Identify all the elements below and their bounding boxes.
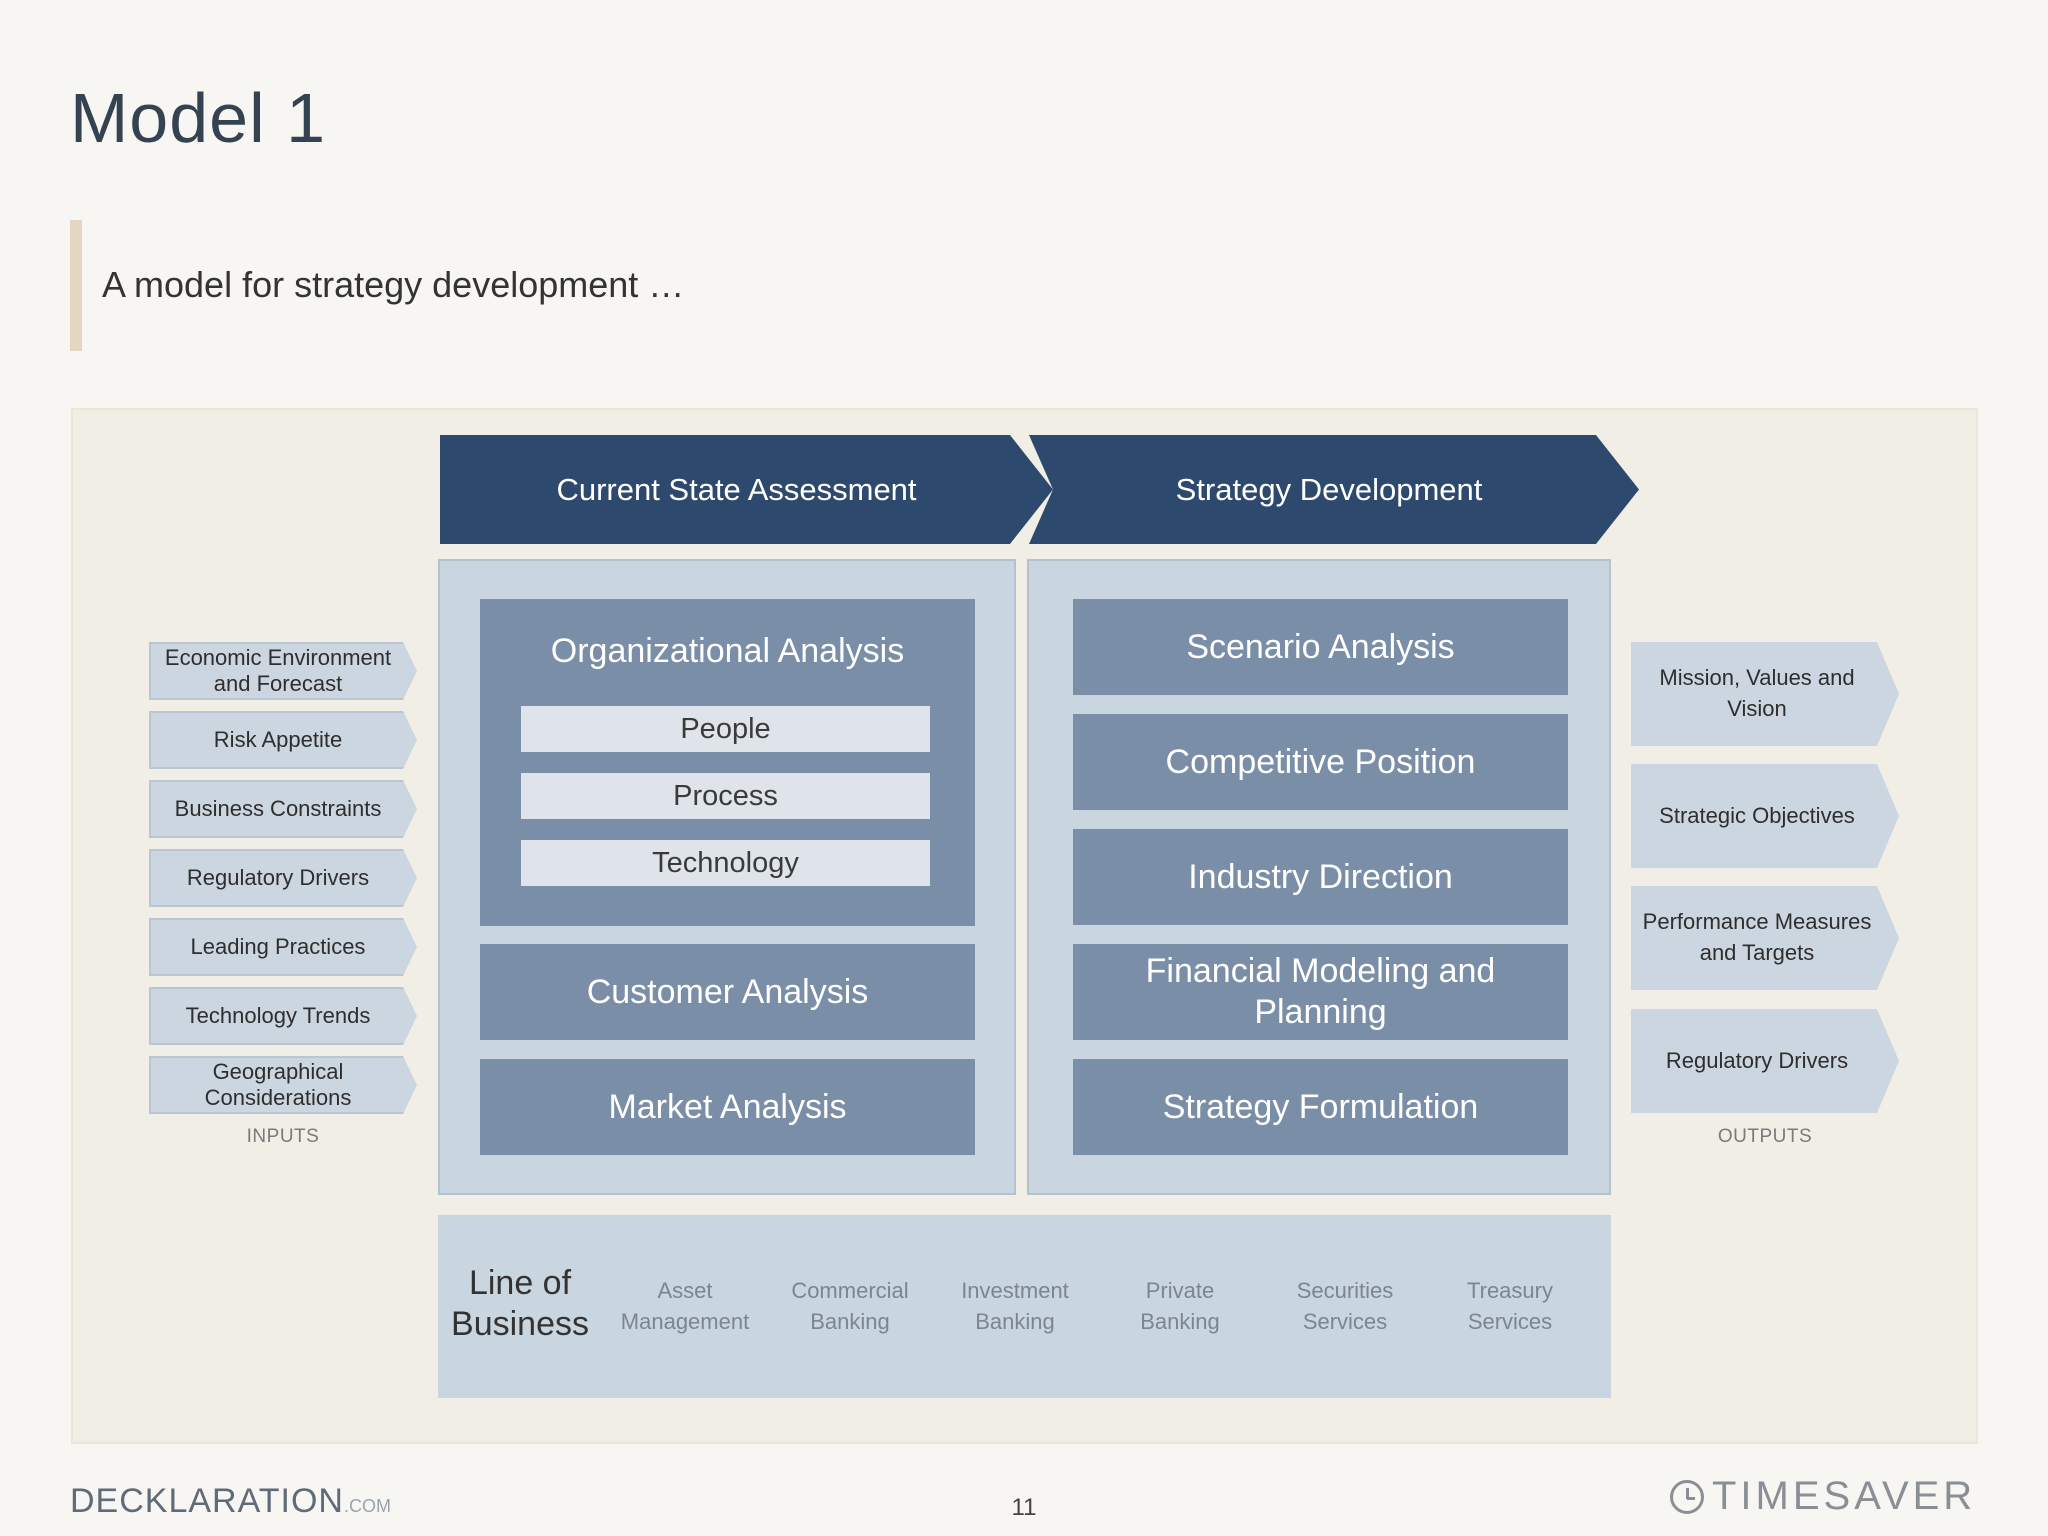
page-number: 11	[1011, 1494, 1037, 1521]
brand-suffix: .COM	[343, 1496, 391, 1516]
inputs-label: INPUTS	[246, 1126, 320, 1147]
scenario-analysis-box: Scenario Analysis	[1073, 599, 1568, 695]
customer-analysis-label: Customer Analysis	[586, 972, 869, 1011]
customer-analysis-box: Customer Analysis	[480, 944, 975, 1040]
decklaration-logo: DECKLARATION.COM	[70, 1482, 391, 1521]
competitive-position-box: Competitive Position	[1073, 714, 1568, 810]
page-subtitle: A model for strategy development …	[102, 264, 685, 305]
output-strategic-objectives: Strategic Objectives	[1631, 764, 1899, 868]
page-title: Model 1	[70, 79, 327, 157]
lob-investment-banking: Investment Banking	[961, 1278, 1069, 1334]
output-regulatory-drivers: Regulatory Drivers	[1631, 1009, 1899, 1113]
industry-direction-box: Industry Direction	[1073, 829, 1568, 925]
lob-commercial-banking: Commercial Banking	[791, 1278, 909, 1334]
market-analysis-box: Market Analysis	[480, 1059, 975, 1155]
timesaver-logo: TIMESAVER	[1670, 1474, 1976, 1519]
org-item-process: Process	[521, 773, 930, 819]
strategy-formulation-box: Strategy Formulation	[1073, 1059, 1568, 1155]
lob-securities-services: Securities Services	[1296, 1278, 1394, 1334]
output-mission-values-vision: Mission, Values and Vision	[1631, 642, 1899, 746]
subtitle-accent-bar	[70, 220, 82, 351]
financial-modeling-box: Financial Modeling and Planning	[1073, 944, 1568, 1040]
brand-name: DECKLARATION	[70, 1482, 344, 1520]
input-leading-practices: Leading Practices	[149, 918, 417, 976]
strategy-formulation-label: Strategy Formulation	[1162, 1087, 1479, 1126]
phase-current-state-label: Current State Assessment	[556, 471, 917, 507]
market-analysis-label: Market Analysis	[608, 1087, 847, 1126]
org-item-people: People	[521, 706, 930, 752]
line-of-business-bar	[438, 1215, 1611, 1398]
input-geographical-considerations: Geographical Considerations	[149, 1056, 417, 1114]
line-of-business-title: Line of Business	[451, 1264, 589, 1343]
phase-strategy-development: Strategy Development	[1029, 435, 1639, 544]
output-performance-measures: Performance Measures and Targets	[1631, 886, 1899, 990]
industry-direction-label: Industry Direction	[1188, 857, 1453, 896]
org-item-technology: Technology	[521, 840, 930, 886]
organizational-analysis-title: Organizational Analysis	[550, 632, 905, 670]
timesaver-text: TIMESAVER	[1712, 1474, 1977, 1518]
lob-private-banking: Private Banking	[1140, 1278, 1220, 1334]
lob-treasury-services: Treasury Services	[1467, 1278, 1553, 1334]
clock-icon	[1670, 1479, 1704, 1514]
input-technology-trends: Technology Trends	[149, 987, 417, 1045]
input-regulatory-drivers: Regulatory Drivers	[149, 849, 417, 907]
competitive-position-label: Competitive Position	[1165, 742, 1476, 781]
phase-current-state: Current State Assessment	[440, 435, 1053, 544]
lob-asset-management: Asset Management	[620, 1278, 750, 1334]
phase-strategy-development-label: Strategy Development	[1175, 471, 1483, 507]
input-risk-appetite: Risk Appetite	[149, 711, 417, 769]
scenario-analysis-label: Scenario Analysis	[1186, 627, 1455, 666]
financial-modeling-label: Financial Modeling and Planning	[1145, 952, 1496, 1031]
input-business-constraints: Business Constraints	[149, 780, 417, 838]
outputs-label: OUTPUTS	[1717, 1126, 1813, 1147]
input-economic-environment: Economic Environment and Forecast	[149, 642, 417, 700]
